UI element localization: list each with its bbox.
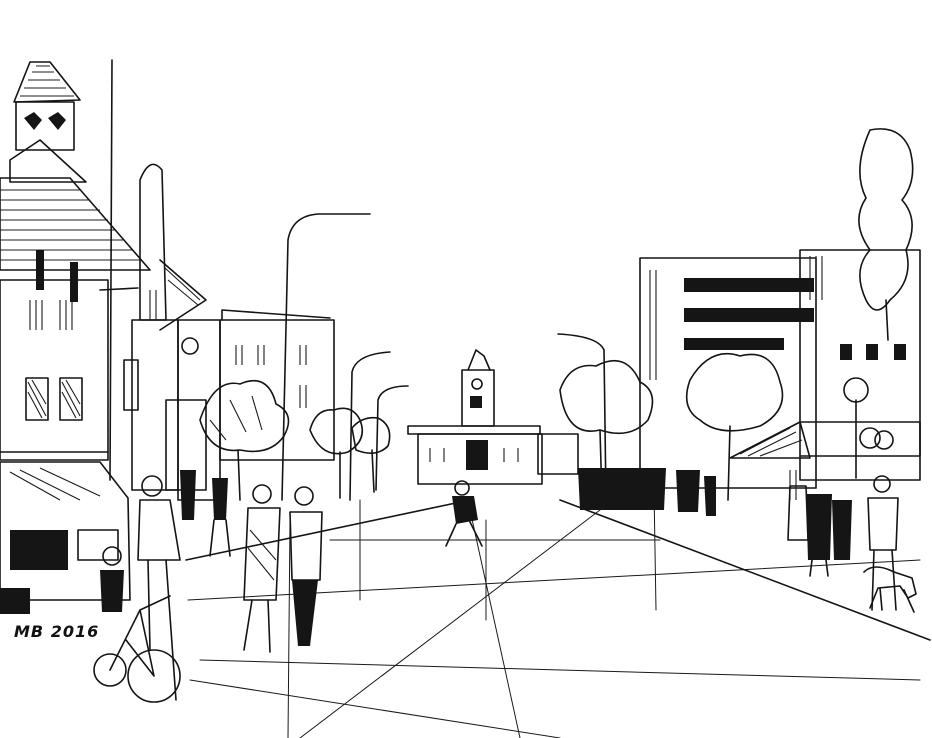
artist-signature: MB 2016	[14, 622, 100, 641]
trees-left	[199, 379, 391, 501]
pedestrians	[93, 468, 917, 703]
office-building-right	[639, 249, 921, 500]
building-mid-left	[219, 309, 335, 461]
utility-pole-left	[36, 59, 139, 481]
courthouse-distant	[407, 349, 579, 485]
street-lights	[281, 213, 894, 501]
parked-car	[0, 461, 131, 614]
historic-building-left	[0, 61, 221, 501]
